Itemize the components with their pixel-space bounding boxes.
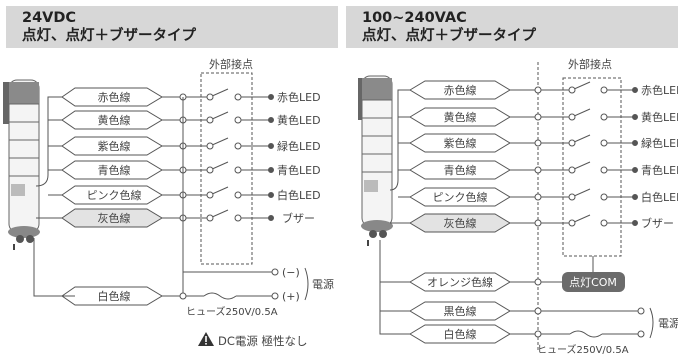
green-led-label: 緑色LED [641, 136, 678, 150]
white-wire-label: 白色線 [444, 327, 477, 341]
signal-tower-icon [358, 75, 393, 246]
panel-100-240vac: 100~240VAC 点灯、点灯＋ブザータイプ [340, 0, 678, 354]
external-contact-label: 外部接点 [568, 57, 612, 71]
voltage-title: 100~240VAC [362, 10, 467, 26]
red-led-label: 赤色LED [277, 90, 321, 104]
panel-header: 100~240VAC 点灯、点灯＋ブザータイプ [346, 6, 678, 48]
minus-terminal-label: (−) [282, 266, 300, 279]
gray-wire-label: 灰色線 [444, 216, 477, 230]
voltage-title: 24VDC [22, 10, 77, 26]
panel-header: 24VDC 点灯、点灯＋ブザータイプ [6, 6, 338, 48]
white-led-label: 白色LED [641, 190, 678, 204]
lighting-com-terminal: 点灯COM [562, 272, 625, 292]
buzzer-label: ブザー [282, 211, 315, 225]
purple-wire-label: 紫色線 [444, 136, 477, 150]
white-led-label: 白色LED [277, 188, 321, 202]
yellow-wire-label: 黄色線 [98, 113, 131, 127]
yellow-led-label: 黄色LED [277, 113, 321, 127]
yellow-led-label: 黄色LED [641, 110, 678, 124]
fuse-label: ヒューズ250V/0.5A [537, 343, 629, 354]
lighting-com-label: 点灯COM [569, 276, 617, 289]
gray-wire-label: 灰色線 [98, 211, 131, 225]
blue-led-label: 青色LED [641, 163, 678, 177]
power-label: 電源 [658, 316, 678, 330]
blue-wire-label: 青色線 [98, 163, 131, 177]
type-title: 点灯、点灯＋ブザータイプ [362, 28, 536, 44]
white-wire-label: 白色線 [98, 289, 131, 303]
fuse-label: ヒューズ250V/0.5A [186, 305, 278, 318]
wire-connections [61, 87, 309, 306]
black-wire-label: 黒色線 [444, 304, 477, 318]
warning-triangle-icon [198, 332, 214, 346]
green-led-label: 緑色LED [277, 139, 321, 153]
plus-terminal-label: (+) [282, 290, 300, 303]
purple-wire-label: 紫色線 [98, 139, 131, 153]
type-title: 点灯、点灯＋ブザータイプ [22, 28, 196, 44]
red-wire-label: 赤色線 [444, 83, 477, 97]
pink-wire-label: ピンク色線 [87, 188, 142, 202]
orange-wire-label: オレンジ色線 [427, 275, 493, 289]
pink-wire-label: ピンク色線 [433, 190, 488, 204]
signal-tower-icon [3, 79, 40, 250]
blue-led-label: 青色LED [277, 163, 321, 177]
no-polarity-note: DC電源 極性なし [218, 334, 308, 348]
yellow-wire-label: 黄色線 [444, 110, 477, 124]
wire-connections [409, 80, 654, 344]
external-contact-label: 外部接点 [209, 57, 253, 71]
blue-wire-label: 青色線 [444, 163, 477, 177]
power-label: 電源 [312, 277, 334, 291]
red-wire-label: 赤色線 [98, 90, 131, 104]
red-led-label: 赤色LED [641, 83, 678, 97]
wiring-diagram: 外部接点 赤色線 黄色線 紫色線 青色線 ピンク色線 灰色線 赤色LED 黄色L… [3, 57, 334, 348]
buzzer-label: ブザー [641, 216, 674, 230]
wiring-diagram: 点灯COM 外部接点 赤色線 黄色線 紫色線 青色線 ピンク色線 灰色線 赤色L… [358, 57, 678, 354]
panel-24vdc: 24VDC 点灯、点灯＋ブザータイプ [0, 0, 338, 354]
